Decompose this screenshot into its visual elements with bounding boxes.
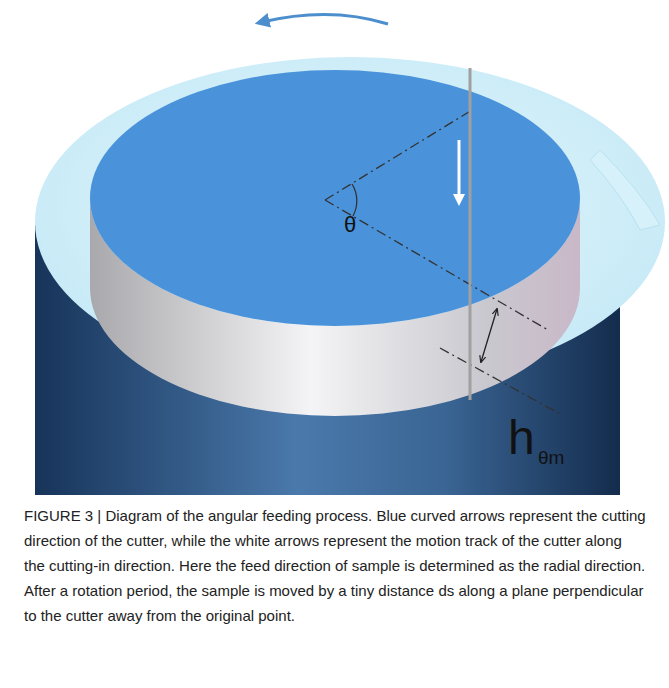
construction-lines <box>325 110 560 414</box>
depth-label: h <box>508 414 535 462</box>
figure-caption: FIGURE 3 | Diagram of the angular feedin… <box>24 503 646 628</box>
surface-step <box>590 150 660 230</box>
cutter-line <box>469 68 472 400</box>
cutting-direction-arrow <box>262 14 388 24</box>
cutting-in-arrow <box>458 140 461 200</box>
depth-arrow <box>481 309 497 362</box>
cutting-illustration <box>0 0 669 495</box>
depth-subscript: θm <box>538 448 564 467</box>
disc-top <box>90 70 580 326</box>
angle-label: θ <box>344 214 356 236</box>
angle-arc <box>352 184 357 216</box>
